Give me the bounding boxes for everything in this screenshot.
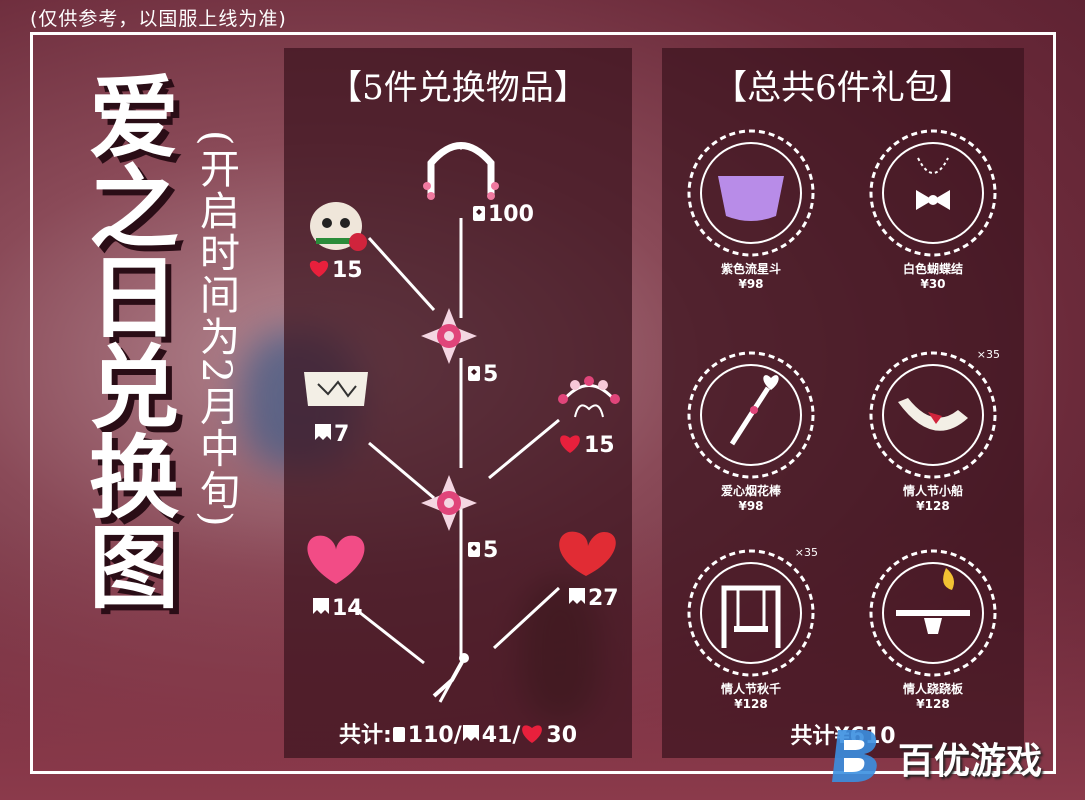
ticket-icon	[462, 723, 480, 749]
swing-icon	[687, 549, 815, 677]
main-title: 爱之日兑换图	[73, 70, 179, 610]
purple-cape-icon	[687, 129, 815, 257]
ticket-icon	[568, 586, 586, 612]
arch-icon	[423, 142, 499, 200]
spirit-tree	[304, 142, 620, 703]
tree-lines	[353, 218, 561, 665]
spell-star-icon-2	[421, 475, 477, 531]
heart-icon	[308, 258, 330, 284]
pink-heart-cost: 14	[312, 596, 363, 622]
white-frame	[30, 32, 1056, 774]
watermark-text: 百优游戏	[898, 740, 1043, 782]
ticket-icon	[312, 596, 330, 622]
gift-purple-cape[interactable]: 紫色流星斗 ¥98	[676, 118, 826, 291]
candle-icon	[472, 202, 486, 228]
exchange-panel-title: 【5件兑换物品】	[328, 68, 588, 108]
red-heart-icon	[559, 531, 616, 576]
gift-valentine-boat[interactable]: ×35 情人节小船 ¥128	[858, 340, 1008, 513]
pink-heart-icon	[307, 535, 365, 584]
boat-icon	[869, 351, 997, 479]
exchange-total: 共计:110/41/30	[338, 722, 578, 750]
gift-packs-panel: 【总共6件礼包】 紫色流星斗 ¥98 白色蝴蝶结 ¥30 爱心烟花棒 ¥98	[662, 48, 1024, 758]
gift-valentine-seesaw[interactable]: 情人跷跷板 ¥128	[858, 538, 1008, 711]
cape-icon	[304, 372, 368, 406]
gift-valentine-swing[interactable]: ×35 情人节秋千 ¥128	[676, 538, 826, 711]
crown-cost: 15	[558, 432, 615, 460]
spell-1-cost: 5	[467, 362, 498, 388]
bow-icon	[869, 129, 997, 257]
spell-star-icon-1	[421, 308, 477, 364]
ticket-icon	[314, 422, 332, 448]
candle-icon	[467, 538, 481, 564]
sparkler-icon	[687, 351, 815, 479]
cape-cost: 7	[314, 422, 349, 448]
mask-cost: 15	[308, 258, 363, 284]
heart-icon	[520, 722, 544, 750]
spell-2-cost: 5	[467, 538, 498, 564]
candle-icon	[467, 362, 481, 388]
gift-heart-sparkler[interactable]: 爱心烟花棒 ¥98	[676, 340, 826, 513]
mask-icon	[310, 202, 367, 251]
red-heart-cost: 27	[568, 586, 619, 612]
heart-icon	[558, 432, 582, 460]
seesaw-icon	[869, 549, 997, 677]
player-icon	[432, 653, 469, 703]
disclaimer-text: (仅供参考，以国服上线为准)	[30, 8, 287, 30]
gift-white-bow[interactable]: 白色蝴蝶结 ¥30	[858, 118, 1008, 291]
watermark-logo-icon	[832, 730, 877, 782]
arch-cost: 100	[472, 202, 534, 228]
subtitle: (开启时间为2月中旬)	[193, 130, 239, 529]
gift-panel-title: 【总共6件礼包】	[713, 68, 973, 108]
candle-icon	[392, 723, 406, 749]
exchange-items-panel: 【5件兑换物品】	[284, 48, 632, 758]
flower-crown-icon	[558, 376, 620, 418]
